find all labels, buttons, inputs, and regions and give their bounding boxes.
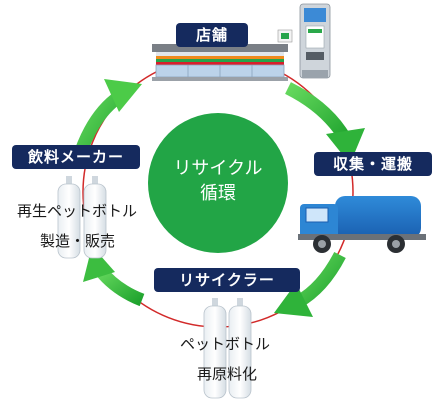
arrow-top-right	[285, 82, 365, 164]
convenience-store-icon	[152, 29, 293, 81]
pet-bottle-icon	[57, 176, 107, 259]
store-label: 店舗	[176, 23, 248, 47]
pet-bottle-icon	[203, 298, 252, 399]
center-circle	[148, 113, 288, 253]
recycler-caption-line1: ペットボトル	[179, 335, 270, 353]
center-title-line2: 循環	[200, 183, 236, 204]
center-title-line1: リサイクル	[173, 158, 263, 179]
maker-caption-line1: 再生ペットボトル	[16, 202, 137, 220]
recycling-machine-icon	[299, 3, 331, 79]
recycler-label: リサイクラー	[154, 268, 300, 292]
garbage-truck-icon	[298, 196, 426, 253]
collection-label: 収集・運搬	[314, 152, 432, 176]
maker-label: 飲料メーカー	[12, 145, 140, 169]
arrow-bottom-right	[274, 251, 346, 317]
recycler-caption-line2: 再原料化	[196, 365, 257, 383]
maker-caption-line2: 製造・販売	[39, 232, 115, 250]
